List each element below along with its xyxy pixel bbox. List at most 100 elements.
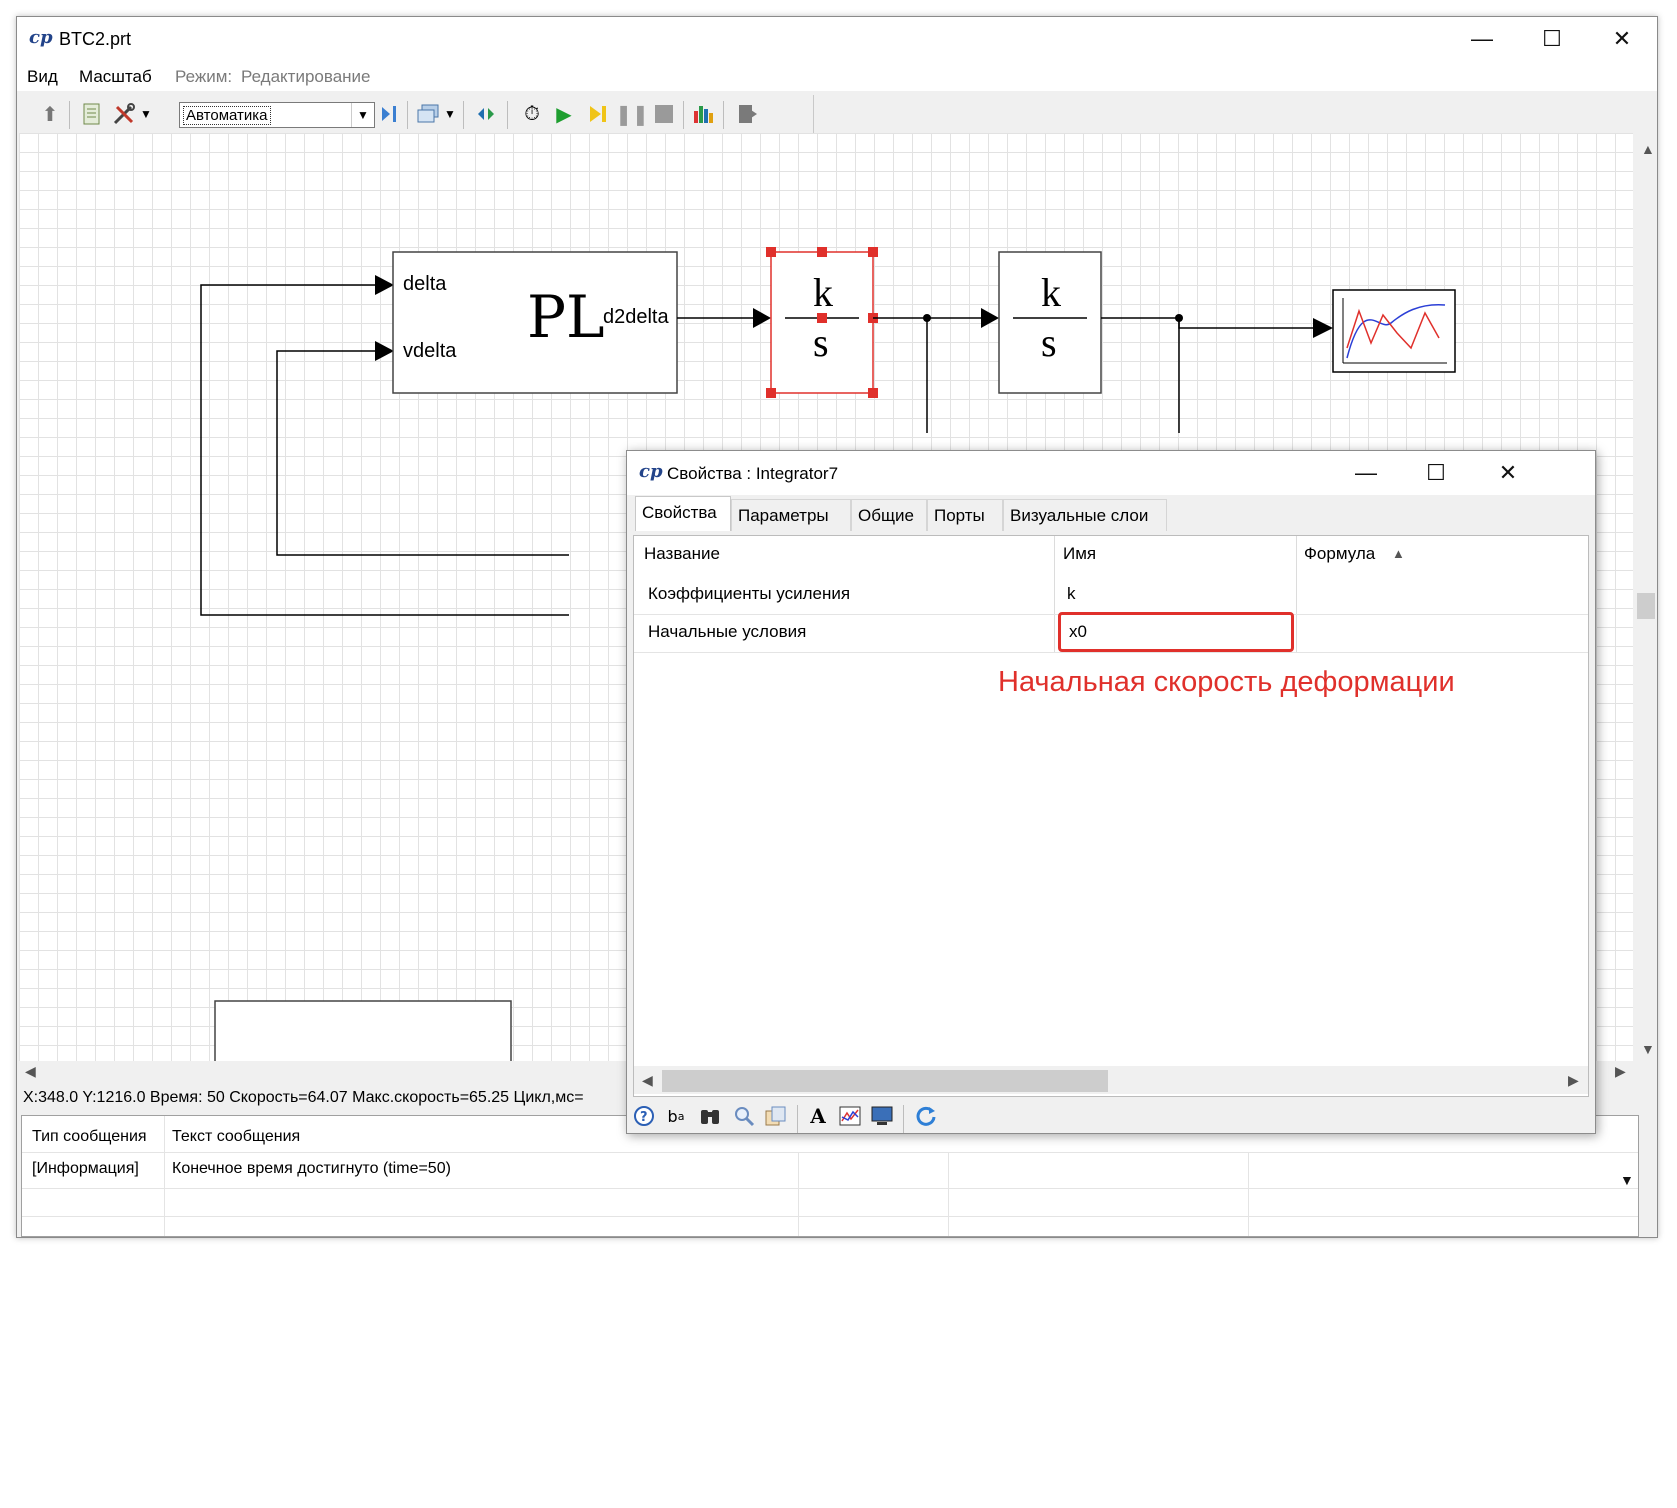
scroll-left-icon[interactable]: ◀ <box>642 1072 653 1088</box>
scroll-right-icon[interactable]: ▶ <box>1615 1063 1626 1079</box>
msg-text-cell: Конечное время достигнуто (time=50) <box>172 1160 451 1177</box>
plot-block-icon <box>1332 289 1456 373</box>
title-bar: cp BTC2.prt — ☐ ✕ <box>17 17 1657 61</box>
tab-visual-layers[interactable]: Визуальные слои <box>1003 499 1167 531</box>
properties-maximize-button[interactable]: ☐ <box>1426 460 1446 485</box>
close-button[interactable]: ✕ <box>1612 26 1632 51</box>
grid-row-divider <box>634 652 1588 653</box>
column-header-name[interactable]: Название <box>644 544 720 563</box>
pl-port-d2delta: d2delta <box>603 306 669 328</box>
message-log: Тип сообщения Текст сообщения [Информаци… <box>21 1115 1639 1237</box>
msg-col-divider <box>948 1152 949 1236</box>
horizontal-scroll-thumb[interactable] <box>662 1070 1108 1092</box>
font-icon[interactable]: A <box>810 1104 826 1128</box>
msg-type-cell: [Информация] <box>32 1160 139 1177</box>
pl-block-title: PL <box>527 283 605 351</box>
binoculars-icon[interactable] <box>697 1103 723 1129</box>
feedback-wire-delta <box>200 284 569 616</box>
mode-select-value: Автоматика <box>183 106 271 125</box>
play-icon[interactable]: ▶ <box>556 103 572 126</box>
grid-col-divider <box>1296 536 1297 652</box>
windows-icon[interactable] <box>415 101 441 127</box>
arrow-vdelta-input <box>375 341 394 361</box>
mode-value: Редактирование <box>241 67 371 86</box>
tab-properties[interactable]: Свойства <box>635 496 731 531</box>
plot-icon[interactable] <box>837 1103 863 1129</box>
status-text: X:348.0 Y:1216.0 Время: 50 Скорость=64.0… <box>23 1089 584 1106</box>
menu-view[interactable]: Вид <box>27 67 58 86</box>
properties-grid: Название Имя Формула ▲ Коэффициенты усил… <box>633 535 1589 1097</box>
refresh-icon[interactable] <box>913 1103 939 1129</box>
maximize-button[interactable]: ☐ <box>1542 26 1562 51</box>
msg-header-text[interactable]: Текст сообщения <box>172 1128 301 1145</box>
diagram-svg <box>200 247 1456 1061</box>
pl-port-delta: delta <box>403 273 447 295</box>
stopwatch-icon[interactable]: ⏱ <box>524 102 540 125</box>
integrator2-denominator: s <box>1041 320 1057 365</box>
grid-col-divider <box>1054 536 1055 652</box>
msg-header-type[interactable]: Тип сообщения <box>32 1128 147 1145</box>
sort-ascending-icon: ▲ <box>1392 546 1405 561</box>
msg-col-divider <box>1248 1152 1249 1236</box>
scroll-up-icon[interactable]: ▲ <box>1641 141 1655 157</box>
properties-minimize-button[interactable]: — <box>1355 460 1377 485</box>
column-header-formula[interactable]: Формула <box>1304 544 1376 563</box>
minimize-button[interactable]: — <box>1471 26 1493 51</box>
msg-divider <box>22 1216 1638 1217</box>
toolbar-separator <box>69 101 70 129</box>
stop-icon[interactable] <box>651 101 677 127</box>
tab-parameters[interactable]: Параметры <box>731 499 851 531</box>
toolbar-separator <box>903 1105 904 1133</box>
integrator1-numerator: k <box>813 270 833 315</box>
menu-zoom[interactable]: Масштаб <box>79 67 152 86</box>
toolbar-separator <box>463 101 464 129</box>
integrator1-denominator: s <box>813 320 829 365</box>
msg-divider <box>22 1188 1638 1189</box>
properties-horizontal-scrollbar[interactable]: ◀ ▶ <box>634 1066 1588 1094</box>
tab-general[interactable]: Общие <box>851 499 927 531</box>
menu-bar: Вид Масштаб Режим: Редактирование <box>17 61 1657 91</box>
annotation-label: Начальная скорость деформации <box>998 666 1455 698</box>
feedback-wire-vdelta <box>276 350 569 556</box>
integrator2-block <box>998 251 1102 394</box>
copy-icon[interactable] <box>763 1103 789 1129</box>
tab-ports[interactable]: Порты <box>927 499 1003 531</box>
log-scroll-down-icon[interactable]: ▼ <box>1620 1172 1634 1188</box>
row-gain-id[interactable]: k <box>1067 584 1076 603</box>
scroll-left-icon[interactable]: ◀ <box>25 1063 36 1079</box>
step-into-icon[interactable] <box>377 101 403 127</box>
chart-icon[interactable] <box>691 101 717 127</box>
canvas-vertical-scrollbar[interactable]: ▲ ▼ <box>1635 133 1657 1079</box>
screen-icon[interactable] <box>869 1103 895 1129</box>
chevron-down-icon[interactable]: ▼ <box>351 103 374 127</box>
row-initial-name: Начальные условия <box>648 622 807 641</box>
sync-icon[interactable] <box>473 101 499 127</box>
toolbar: ⬆ ▼ Автоматика ▼ ▼ ⏱ ▶ ❚❚ <box>23 95 814 136</box>
tools-icon[interactable] <box>111 101 137 127</box>
pl-port-vdelta: vdelta <box>403 340 457 362</box>
lower-block <box>214 1000 512 1061</box>
magnifier-icon[interactable] <box>731 1103 757 1129</box>
toolbar-separator <box>797 1105 798 1133</box>
msg-col-divider <box>798 1152 799 1236</box>
up-arrow-icon[interactable]: ⬆ <box>41 103 59 126</box>
initial-conditions-field[interactable]: x0 <box>1058 612 1294 652</box>
arrow-delta-input <box>375 275 394 295</box>
step-forward-icon[interactable] <box>585 101 611 127</box>
help-icon[interactable]: ? <box>631 1103 657 1129</box>
properties-close-button[interactable]: ✕ <box>1498 460 1518 485</box>
arrow-plot-input <box>1313 318 1333 338</box>
scroll-right-icon[interactable]: ▶ <box>1568 1072 1579 1088</box>
windows-dropdown-icon[interactable]: ▼ <box>444 107 456 121</box>
tools-dropdown-icon[interactable]: ▼ <box>140 107 152 121</box>
arrow-int1-input <box>753 308 771 328</box>
vertical-scroll-thumb[interactable] <box>1637 593 1655 619</box>
mode-select[interactable]: Автоматика ▼ <box>179 102 375 128</box>
column-header-id[interactable]: Имя <box>1063 544 1097 563</box>
exit-icon[interactable] <box>735 101 761 127</box>
script-icon[interactable] <box>79 101 105 127</box>
pause-icon[interactable]: ❚❚ <box>615 103 649 126</box>
scroll-down-icon[interactable]: ▼ <box>1641 1041 1655 1057</box>
